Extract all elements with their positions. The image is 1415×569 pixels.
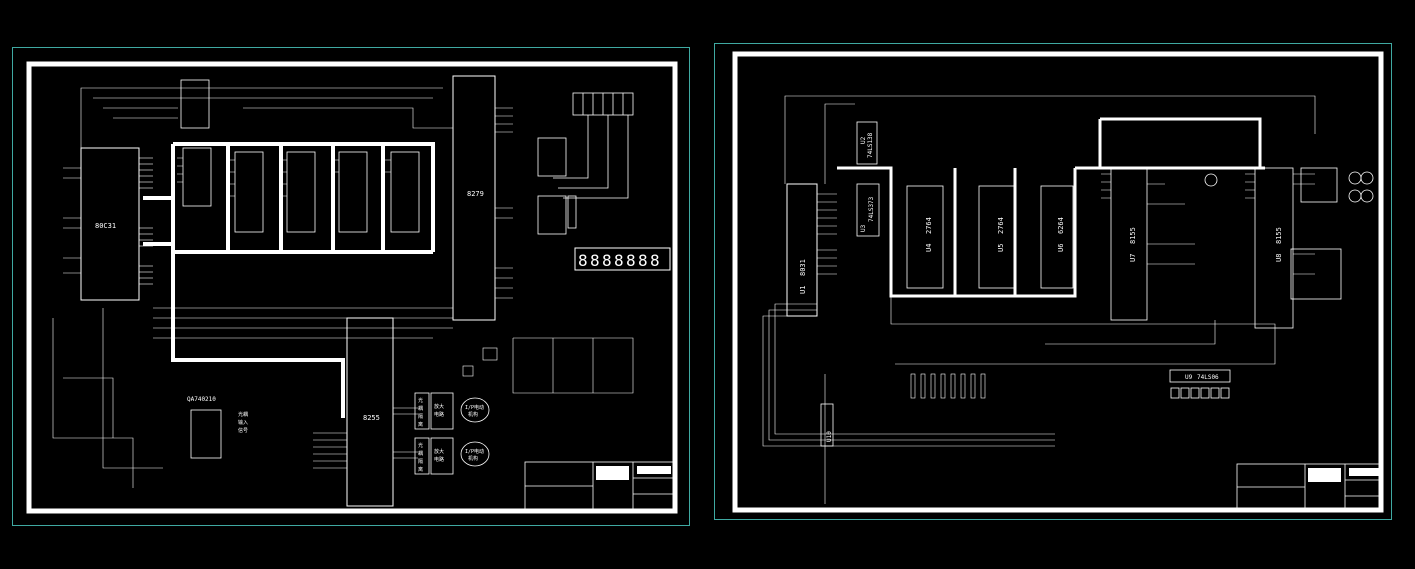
chip-u7-label: 8155	[1129, 227, 1137, 244]
chip-u1-ref: U1	[799, 286, 807, 294]
opto-block-2	[414, 437, 430, 475]
motor1-label-2: 机构	[468, 411, 478, 418]
chip-u10-ref: U10	[826, 431, 833, 442]
svg-text:8: 8	[614, 251, 624, 270]
address-bus	[837, 117, 1265, 298]
svg-text:8: 8	[626, 251, 636, 270]
schematic-left-drawing: 80C31	[26, 61, 678, 514]
amp-block-1	[430, 392, 454, 430]
amp-block-2	[430, 437, 454, 475]
inner-frame	[732, 51, 1384, 513]
opto-label-a-3: 隔	[418, 413, 423, 420]
chip-mcu	[80, 147, 140, 301]
chip-u10	[820, 403, 834, 447]
opto-label-a-4: 离	[418, 421, 423, 428]
motor1-label-1: I/P电动	[465, 404, 484, 411]
title-block-cell-2	[637, 466, 671, 474]
chip-driver-1	[537, 137, 567, 177]
chip-u2-ref: U2	[860, 136, 867, 144]
motor-1	[460, 397, 490, 423]
photo-input-label-3: 信号	[238, 427, 248, 434]
chip-mem-1	[182, 147, 212, 207]
chip-kbd-label: 8279	[467, 190, 484, 198]
opto-block-1	[414, 392, 430, 430]
chip-u9-ref: U9	[1185, 374, 1193, 381]
chip-driver-2	[537, 195, 567, 235]
chip-u2-label: 74LS138	[867, 132, 874, 158]
chip-timer-label: QA740210	[187, 396, 216, 403]
opto-label-b-4: 离	[418, 466, 423, 473]
opto-label-b-2: 耦	[418, 451, 423, 457]
chip-ppi	[346, 317, 394, 507]
amp-label-b-2: 电路	[434, 456, 444, 463]
chip-u8-label: 8155	[1275, 227, 1283, 244]
chip-u4-ref: U4	[925, 244, 933, 252]
chip-mem-2	[234, 151, 264, 233]
svg-text:8: 8	[578, 251, 588, 270]
title-block-cell	[596, 466, 629, 480]
chip-mem-4	[338, 151, 368, 233]
svg-text:8: 8	[650, 251, 660, 270]
motor-2	[460, 441, 490, 467]
amp-label-b-1: 放大	[434, 448, 444, 455]
schematic-sheet-left: 80C31	[12, 47, 690, 526]
chip-timer	[190, 409, 222, 459]
schematic-sheet-right: 8031 U1 74LS138 U2 74LS373 U3 2764 U4 27…	[714, 43, 1392, 520]
schematic-right-drawing: 8031 U1 74LS138 U2 74LS373 U3 2764 U4 27…	[732, 51, 1384, 513]
opto-label-a-1: 光	[418, 397, 423, 404]
chip-u1	[786, 183, 818, 317]
chip-u8	[1254, 167, 1294, 329]
chip-mem-3	[286, 151, 316, 233]
chip-u6-ref: U6	[1057, 244, 1065, 252]
data-bus	[143, 142, 435, 418]
chip-u9	[1169, 369, 1231, 383]
chip-u5-label: 2764	[997, 217, 1005, 234]
chip-u4	[906, 185, 944, 289]
chip-u5	[978, 185, 1016, 289]
chip-u3	[856, 183, 880, 237]
title-block	[1236, 463, 1384, 511]
resistor-pack	[567, 195, 577, 229]
chip-u3-ref: U3	[860, 224, 867, 232]
chip-u6	[1040, 185, 1074, 289]
chip-u6-label: 6264	[1057, 217, 1065, 234]
inner-frame	[26, 61, 678, 514]
opto-label-b-1: 光	[418, 442, 423, 449]
svg-text:8: 8	[602, 251, 612, 270]
chip-u3-label: 74LS373	[868, 196, 875, 222]
chip-u4-label: 2764	[925, 217, 933, 234]
chip-u1-label: 8031	[799, 259, 807, 276]
title-block-cell-2	[1349, 468, 1379, 476]
chip-u9-label: 74LS06	[1197, 374, 1219, 381]
resistor-row	[910, 373, 986, 399]
chip-mem-5	[390, 151, 420, 233]
chip-u5-ref: U5	[997, 244, 1005, 252]
amp-label-a-2: 电路	[434, 411, 444, 418]
opto-label-a-2: 耦	[418, 406, 423, 412]
motor2-label-2: 机构	[468, 455, 478, 462]
chip-u7-ref: U7	[1129, 254, 1137, 262]
title-block	[524, 461, 676, 512]
photo-input-label-2: 输入	[238, 419, 248, 426]
chip-kbd	[452, 75, 496, 321]
opto-label-b-3: 隔	[418, 458, 423, 465]
chip-mcu-label: 80C31	[95, 222, 116, 230]
amp-label-a-1: 放大	[434, 403, 444, 410]
chip-u8-ref: U8	[1275, 254, 1283, 262]
chip-u2	[856, 121, 878, 165]
svg-text:8: 8	[590, 251, 600, 270]
chip-top	[180, 79, 210, 129]
title-block-cell	[1308, 468, 1341, 482]
chip-ppi-label: 8255	[363, 414, 380, 422]
photo-input-label-1: 光耦	[238, 411, 248, 418]
motor2-label-1: I/P电动	[465, 448, 484, 455]
svg-text:8: 8	[638, 251, 648, 270]
